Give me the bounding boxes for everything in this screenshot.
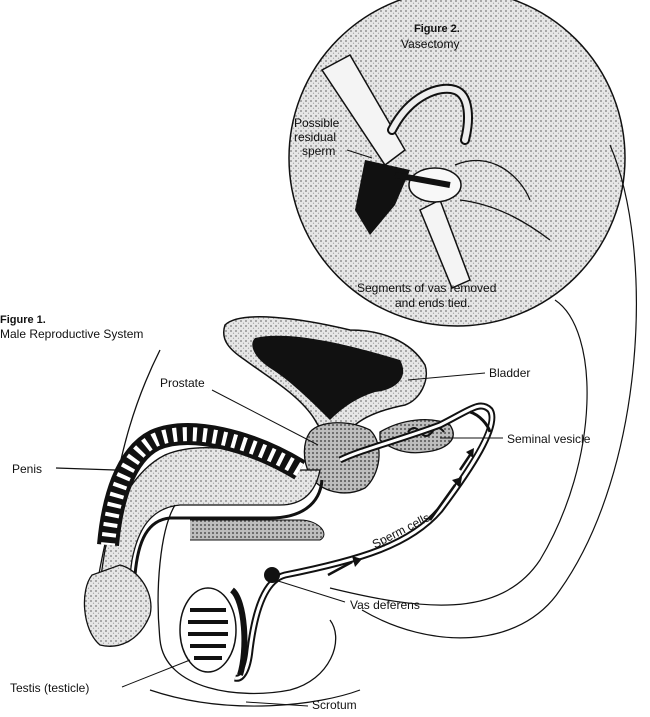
figure1-number: Figure 1. (0, 314, 46, 326)
label-vas-deferens: Vas deferens (350, 598, 420, 612)
residual-label-line3: sperm (302, 144, 335, 158)
testis-shape (180, 588, 244, 675)
figure2-number: Figure 2. (414, 23, 460, 35)
residual-label-line2: residual (294, 130, 336, 144)
figure2-title: Vasectomy (401, 37, 459, 51)
label-seminal-vesicle: Seminal vesicle (507, 432, 590, 446)
residual-label-line1: Possible (294, 116, 339, 130)
label-testis: Testis (testicle) (10, 681, 89, 695)
label-scrotum: Scrotum (312, 698, 357, 712)
bladder-shape (224, 317, 427, 434)
figure1-title: Male Reproductive System (0, 327, 143, 341)
label-bladder: Bladder (489, 366, 530, 380)
segments-label-line1: Segments of vas removed (357, 281, 496, 295)
label-prostate: Prostate (160, 376, 205, 390)
segments-label-line2: and ends tied. (395, 296, 470, 310)
label-penis: Penis (12, 462, 42, 476)
